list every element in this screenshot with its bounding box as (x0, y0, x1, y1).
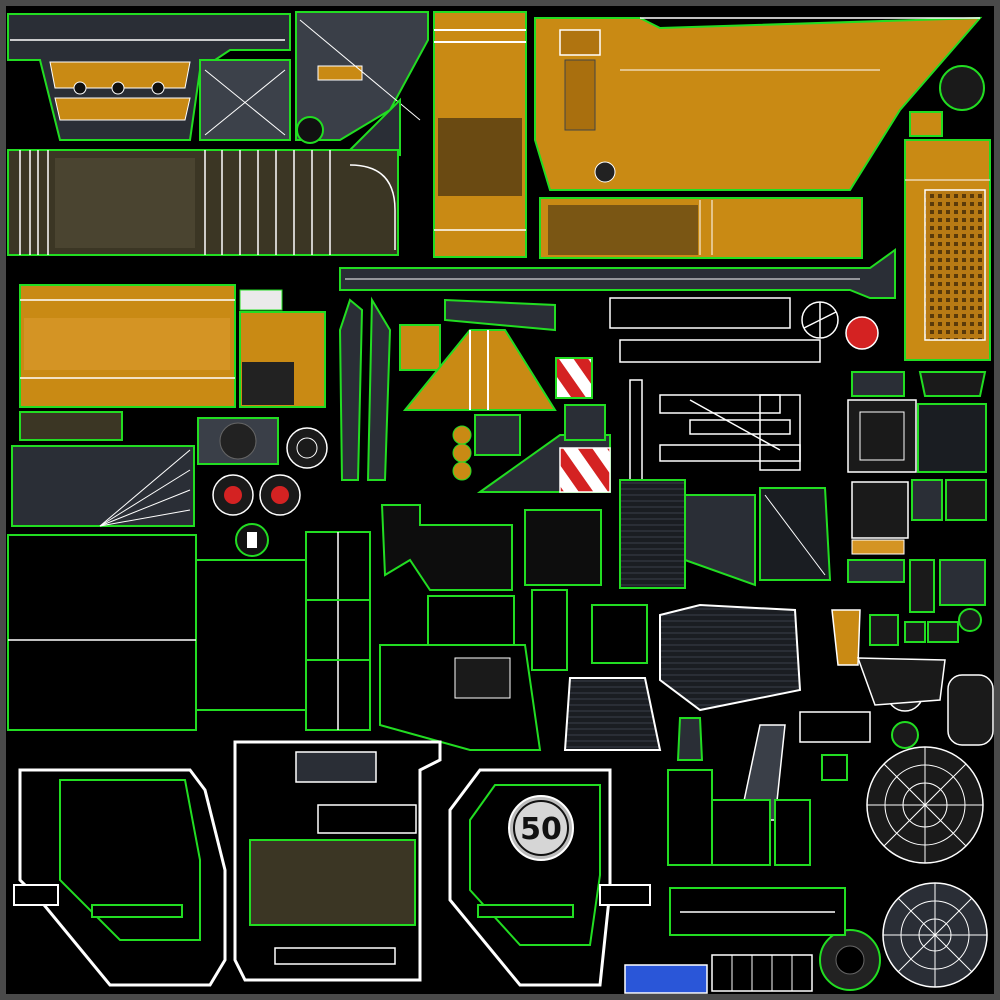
uv-island-dark-plates (11, 411, 279, 527)
uv-island-top-left-panel (7, 11, 429, 157)
uv-island-red-wire-ball (845, 316, 879, 350)
uv-island-cab-frame-center (233, 740, 442, 982)
uv-island-cab-frame-left (13, 768, 227, 987)
uv-island-lever-parts (667, 711, 871, 866)
uv-island-grille-panel (904, 65, 991, 361)
uv-island-yellow-triangles (399, 298, 557, 481)
uv-island-wheel-disc-lower (882, 882, 988, 988)
uv-island-yellow-body (534, 16, 983, 259)
uv-island-tire (819, 929, 881, 991)
uv-island-dirty-panel (7, 149, 399, 256)
speed-limit-sign: 50 (508, 795, 574, 861)
uv-island-seat-parts (563, 479, 832, 751)
uv-island-blades (338, 296, 392, 481)
uv-island-cab-glass (7, 531, 371, 731)
uv-island-mechanical-parts (609, 297, 839, 481)
uv-island-light-housings (847, 371, 987, 555)
uv-island-long-bar (339, 248, 896, 299)
uv-island-inner-panels (379, 504, 648, 751)
uv-island-small-parts (831, 559, 994, 749)
uv-island-warning-stripes (474, 357, 611, 493)
uv-island-yellow-door (19, 284, 326, 408)
uv-island-wheel-disc (866, 746, 984, 864)
speed-limit-text: 50 (520, 812, 562, 847)
uv-island-gauges (212, 427, 328, 557)
uv-island-yellow-strip (433, 11, 527, 258)
uv-island-bottom-parts (624, 887, 846, 994)
